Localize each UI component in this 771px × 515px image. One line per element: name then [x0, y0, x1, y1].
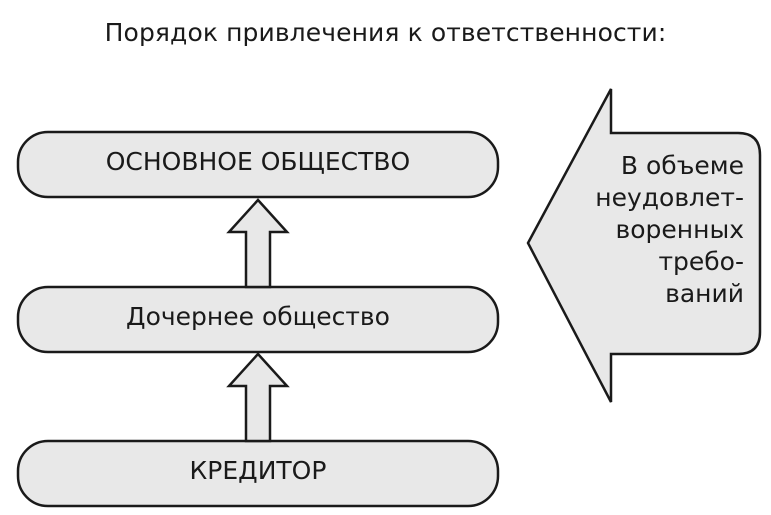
side-arrow-line: требо- [658, 247, 744, 276]
diagram-title: Порядок привлечения к ответственности: [104, 18, 667, 47]
side-arrow-text: В объеме неудовлет- воренных требо- вани… [566, 150, 744, 310]
subsidiary-label: Дочернее общество [126, 302, 390, 331]
creditor-label: КРЕДИТОР [189, 456, 327, 485]
parent-company-label: ОСНОВНОЕ ОБЩЕСТВО [105, 147, 411, 176]
side-arrow-line: В объеме [620, 151, 744, 180]
side-arrow-line: ваний [665, 279, 744, 308]
side-arrow-line: неудовлет- [595, 183, 744, 212]
parent-company-box [16, 130, 500, 199]
side-arrow-line: воренных [615, 215, 744, 244]
side-arrow [526, 88, 762, 403]
up-arrow-lower [226, 352, 290, 443]
up-arrow-upper [226, 198, 290, 289]
